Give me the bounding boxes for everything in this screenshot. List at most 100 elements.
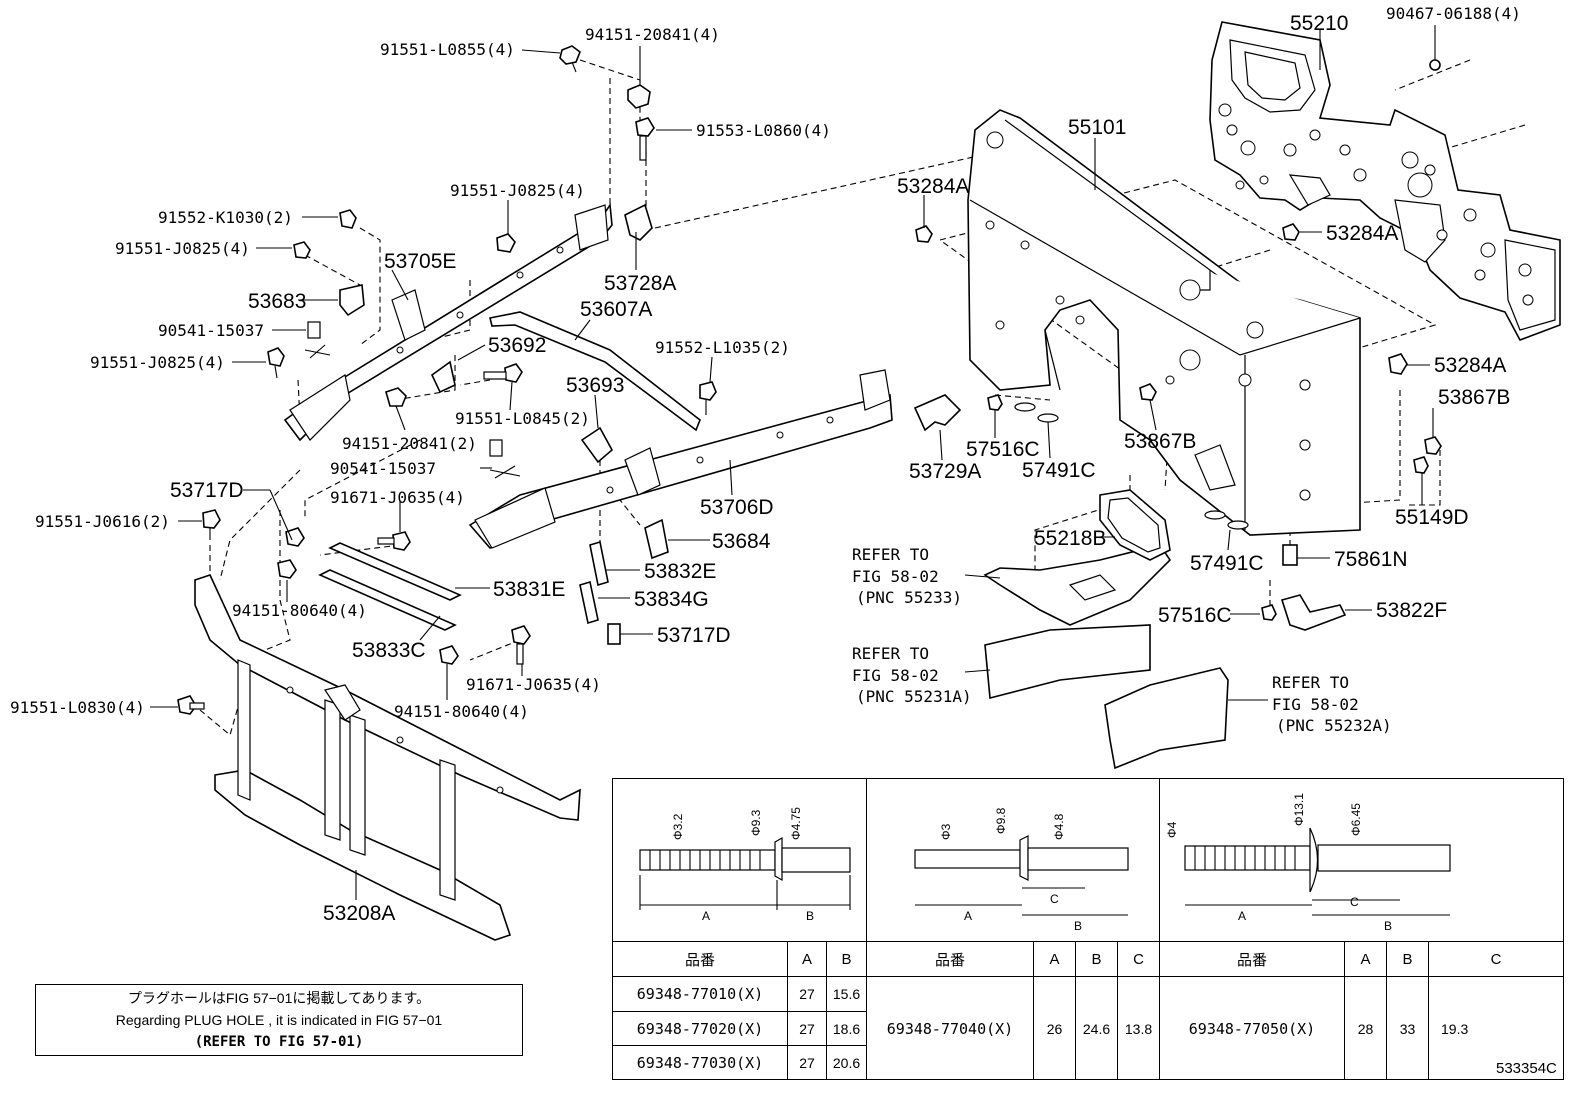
label-91551-L0845: 91551-L0845(2) — [455, 409, 590, 428]
apron-55231A — [984, 624, 1151, 700]
label-53284A-b: 53284A — [1326, 222, 1398, 245]
bar-53831E — [328, 542, 462, 601]
table-row-b: 15.6 — [827, 977, 867, 1012]
label-91552-L1035: 91552-L1035(2) — [655, 338, 790, 357]
label-55101: 55101 — [1068, 116, 1126, 139]
dim-d1: Φ4 — [1165, 821, 1179, 838]
part-labels: 91551-L0855(4) 94151-20841(4) 91553-L086… — [10, 4, 1521, 925]
dim-d2: Φ9.3 — [749, 809, 763, 836]
refer-line: FIG 58-02 — [1272, 695, 1359, 714]
header-c: C — [1429, 942, 1563, 977]
table-row-c: 13.8 — [1118, 977, 1160, 1080]
note-line-jp: プラグホールはFIG 57−01に掲載してあります。 — [127, 990, 431, 1006]
table-row-part: 69348-77050(X) — [1160, 977, 1345, 1080]
label-53728A: 53728A — [604, 272, 676, 295]
rivet-table: 品番 A B 69348-77010(X) 27 15.6 69348-7702… — [612, 778, 1564, 1080]
label-90467-06188: 90467-06188(4) — [1386, 4, 1521, 23]
bracket-53728A — [624, 203, 653, 241]
label-57491C-b: 57491C — [1190, 552, 1264, 575]
dim-a: A — [1238, 909, 1246, 923]
header-b: B — [1387, 942, 1429, 977]
nut-icon — [627, 84, 651, 109]
bracket-53683 — [339, 284, 365, 317]
nut-icon — [385, 387, 407, 407]
dim-d3: Φ4.8 — [1052, 813, 1066, 840]
label-94151-20841-4: 94151-20841(4) — [585, 25, 720, 44]
dim-c: C — [1350, 895, 1359, 909]
table-row-b: 24.6 — [1076, 977, 1118, 1080]
header-part-no: 品番 — [1160, 942, 1345, 977]
header-part-no: 品番 — [613, 942, 788, 977]
spacer-53717D — [607, 623, 621, 645]
table-row-b: 33 — [1387, 977, 1429, 1080]
label-53284A-c: 53284A — [1434, 354, 1506, 377]
label-53834G: 53834G — [634, 588, 709, 611]
dim-d1: Φ3 — [939, 823, 953, 840]
bolt-icon — [559, 45, 581, 73]
label-91551-J0825-a: 91551-J0825(4) — [450, 181, 585, 200]
label-53717D-b: 53717D — [657, 624, 731, 647]
rivet-drawing-3: A C B Φ4 Φ13.1 Φ6.45 — [1165, 793, 1451, 933]
bolt-icon — [496, 233, 516, 253]
brace-53607A — [489, 311, 701, 432]
header-b: B — [827, 942, 867, 977]
diagram-id: 533354C — [1496, 1060, 1557, 1077]
bolt-icon — [511, 625, 531, 665]
bolt-icon — [635, 117, 655, 161]
bolt-icon — [699, 381, 717, 415]
apron-55233 — [983, 544, 1172, 626]
refer-line: FIG 58-02 — [852, 567, 939, 586]
seal-55218B — [1099, 489, 1171, 561]
nut-icon — [915, 225, 933, 243]
label-91551-J0825-c: 91551-J0825(4) — [90, 353, 225, 372]
nut-icon — [1261, 604, 1277, 621]
refer-line: REFER TO — [852, 644, 929, 663]
label-91551-L0830: 91551-L0830(4) — [10, 698, 145, 717]
radiator-support-53208A — [194, 574, 581, 941]
dim-c: C — [1050, 892, 1059, 906]
clip-icon — [489, 439, 521, 479]
label-53683: 53683 — [248, 290, 306, 313]
clip-75861N — [1282, 544, 1298, 566]
label-90541-15037-b: 90541-15037 — [330, 459, 436, 478]
dim-d3: Φ4.75 — [789, 807, 803, 840]
bolt-icon — [177, 695, 205, 715]
label-91671-J0635-b: 91671-J0635(4) — [466, 675, 601, 694]
label-53692: 53692 — [488, 334, 546, 357]
stay-53834G — [579, 580, 599, 625]
bolt-icon — [267, 347, 285, 379]
label-53705E: 53705E — [384, 250, 456, 273]
label-53822F: 53822F — [1376, 599, 1447, 622]
bolt-icon — [202, 509, 221, 540]
label-53208A: 53208A — [323, 902, 395, 925]
label-91551-J0825-b: 91551-J0825(4) — [115, 239, 250, 258]
table-row-part: 69348-77030(X) — [613, 1046, 788, 1080]
clip-icon — [1429, 59, 1441, 71]
header-c: C — [1118, 942, 1160, 977]
nut-icon — [439, 645, 459, 665]
dash-panel-55101 — [967, 109, 1361, 536]
rivet-drawing-2: A C B Φ3 Φ9.8 Φ4.8 — [914, 807, 1129, 933]
table-row-a: 27 — [788, 1046, 827, 1080]
dim-d3: Φ6.45 — [1349, 803, 1363, 836]
stay-53832E — [589, 540, 609, 587]
label-53831E: 53831E — [493, 578, 565, 601]
label-55210: 55210 — [1290, 12, 1348, 35]
refer-block-55232A: REFER TO FIG 58-02 (PNC 55232A) — [1272, 673, 1392, 735]
dim-b: B — [806, 909, 814, 923]
lower-rail-53706D — [468, 369, 893, 549]
bar-53833C — [318, 569, 457, 631]
nut-icon — [1139, 383, 1157, 401]
note-line-en: Regarding PLUG HOLE , it is indicated in… — [115, 1012, 443, 1028]
bolt-icon — [339, 209, 357, 229]
dim-b: B — [1074, 919, 1082, 933]
table-row-a: 26 — [1034, 977, 1076, 1080]
table-row-part: 69348-77040(X) — [867, 977, 1034, 1080]
header-part-no: 品番 — [867, 942, 1034, 977]
dim-d2: Φ9.8 — [994, 807, 1008, 834]
table-row-a: 28 — [1345, 977, 1387, 1080]
dim-a: A — [964, 909, 972, 923]
nut-icon — [1282, 223, 1300, 241]
table-row-a: 27 — [788, 1012, 827, 1046]
